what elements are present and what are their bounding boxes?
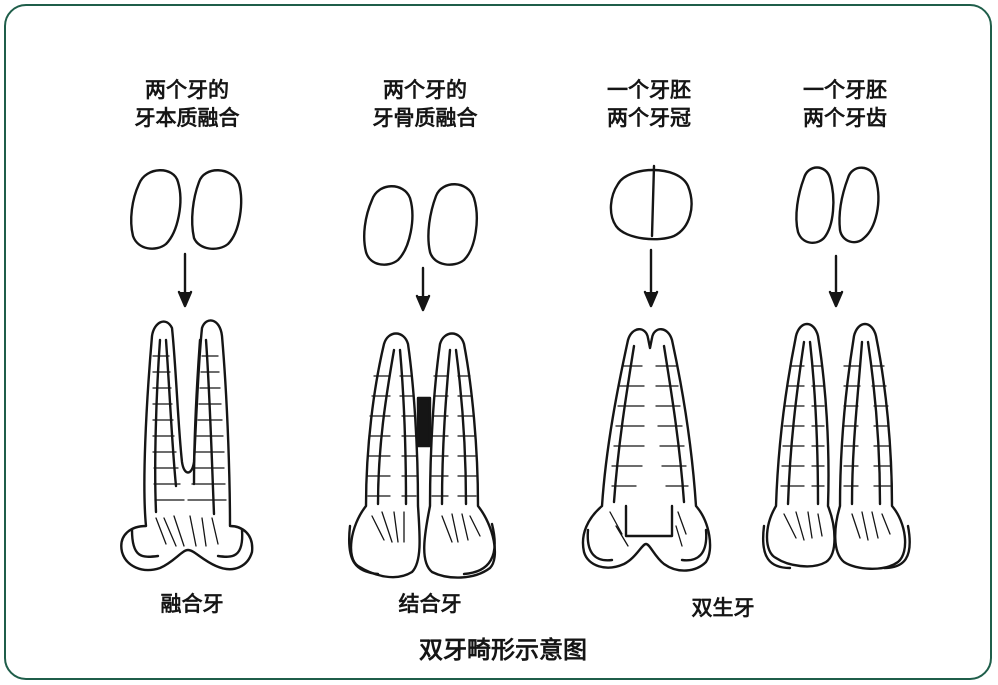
concrescence-arrow bbox=[417, 268, 429, 310]
twinning-tooth-right bbox=[835, 324, 905, 569]
gemination-tooth bbox=[583, 329, 710, 570]
gemination-tooth-germ bbox=[611, 166, 692, 239]
fusion-tooth bbox=[121, 320, 252, 570]
fusion-tooth-germs bbox=[131, 170, 241, 249]
concrescence-tooth-germs bbox=[364, 184, 477, 264]
gemination-arrow bbox=[645, 250, 657, 306]
caption-fusion: 融合牙 bbox=[92, 588, 292, 618]
concrescence-outline bbox=[349, 524, 495, 574]
caption-concrescence: 结合牙 bbox=[330, 588, 530, 618]
diagram-title: 双牙畸形示意图 bbox=[6, 630, 992, 665]
concrescence-cementum-bridge bbox=[418, 398, 430, 446]
concrescence-tooth-right bbox=[424, 334, 495, 578]
fusion-arrow bbox=[179, 254, 191, 306]
caption-gemination: 双生牙 bbox=[623, 592, 823, 622]
twinning-tooth-germs bbox=[796, 168, 878, 243]
concrescence-tooth-left bbox=[351, 334, 420, 578]
diagram-frame: 两个牙的 牙本质融合 两个牙的 牙骨质融合 一个牙胚 两个牙冠 一个牙胚 两个牙… bbox=[4, 4, 992, 680]
twinning-arrow bbox=[830, 256, 842, 306]
twinning-tooth-left bbox=[767, 324, 835, 566]
teeth-illustration bbox=[6, 6, 992, 680]
